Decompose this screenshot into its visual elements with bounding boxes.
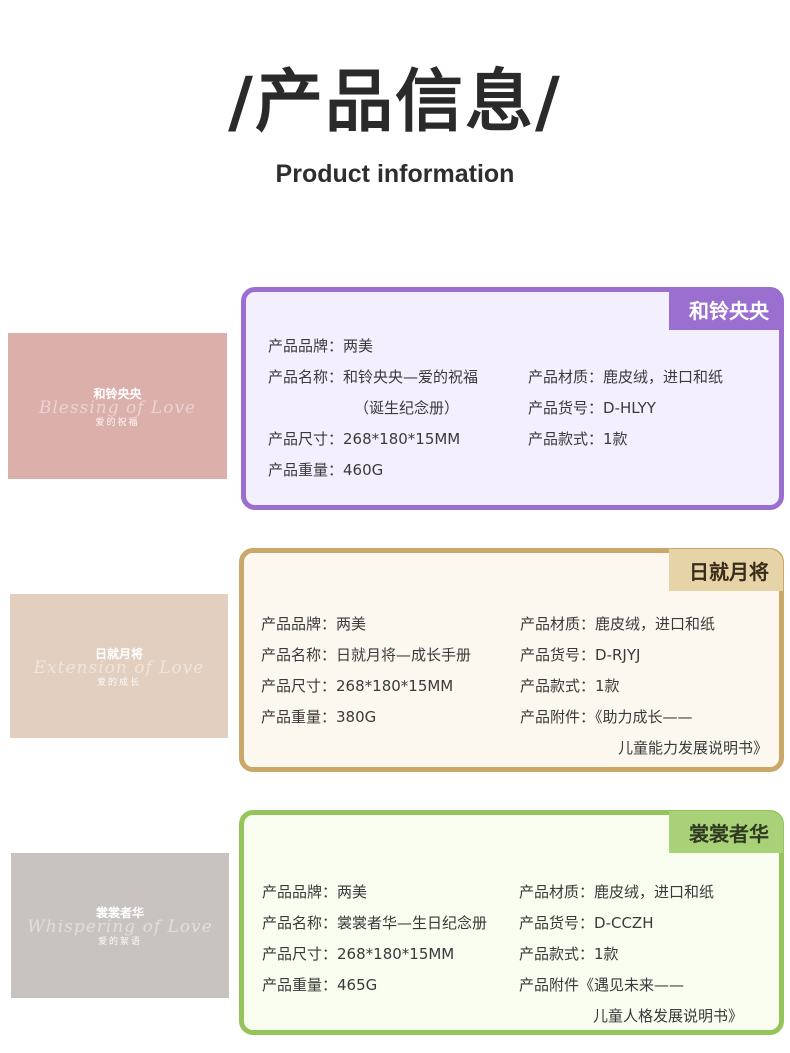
code-row: 产品货号：D-CCZH xyxy=(519,912,653,933)
code-row: 产品货号：D-HLYY xyxy=(528,397,656,418)
weight-label: 产品重量： xyxy=(261,708,337,726)
code-label: 产品货号： xyxy=(520,646,596,664)
name-row: 产品名称：和铃央央—爱的祝福 xyxy=(268,366,478,387)
material-value: 鹿皮绒，进口和纸 xyxy=(595,615,716,633)
page-subtitle: Product information xyxy=(275,160,515,188)
style-label: 产品款式： xyxy=(519,945,595,963)
size-label: 产品尺寸： xyxy=(262,945,338,963)
weight-value: 465G xyxy=(337,976,378,994)
style-value: 1款 xyxy=(595,677,620,695)
size-value: 268*180*15MM xyxy=(337,945,455,963)
name-value-extra: （诞生纪念册） xyxy=(354,399,460,417)
material-row: 产品材质：鹿皮绒，进口和纸 xyxy=(519,881,714,902)
style-value: 1款 xyxy=(603,430,628,448)
weight-row: 产品重量：380G xyxy=(261,706,376,727)
name-row: 产品名称：裳裳者华—生日纪念册 xyxy=(262,912,487,933)
size-row: 产品尺寸：268*180*15MM xyxy=(261,675,453,696)
code-value: D-CCZH xyxy=(594,914,654,932)
brand-label: 产品品牌： xyxy=(261,615,337,633)
name-row: 产品名称：日就月将—成长手册 xyxy=(261,644,471,665)
code-row: 产品货号：D-RJYJ xyxy=(520,644,640,665)
product-tab: 裳裳者华 xyxy=(669,811,783,853)
thumbnail-caption: 爱的絮语 xyxy=(97,937,142,947)
thumbnail-title: 和铃央央 xyxy=(93,386,142,401)
material-row: 产品材质：鹿皮绒，进口和纸 xyxy=(528,366,723,387)
product-tab: 日就月将 xyxy=(669,549,783,591)
code-label: 产品货号： xyxy=(528,399,604,417)
material-value: 鹿皮绒，进口和纸 xyxy=(594,883,715,901)
name-row-continued: （诞生纪念册） xyxy=(354,397,459,418)
product-tab-label: 裳裳者华 xyxy=(689,821,769,846)
size-value: 268*180*15MM xyxy=(343,430,461,448)
brand-value: 两美 xyxy=(337,883,368,901)
product-tab-label: 和铃央央 xyxy=(689,298,769,323)
thumbnail-caption: 爱的祝福 xyxy=(95,417,140,428)
attachment-value-extra: 儿童能力发展说明书》 xyxy=(618,739,769,757)
brand-value: 两美 xyxy=(343,337,374,355)
name-value: 裳裳者华—生日纪念册 xyxy=(337,914,488,932)
name-label: 产品名称： xyxy=(268,368,344,386)
style-label: 产品款式： xyxy=(520,677,596,695)
page-title: /产品信息/ xyxy=(228,63,562,142)
name-label: 产品名称： xyxy=(262,914,338,932)
size-label: 产品尺寸： xyxy=(268,430,344,448)
attachment-row-continued: 儿童人格发展说明书》 xyxy=(593,1005,743,1026)
material-label: 产品材质： xyxy=(528,368,604,386)
weight-label: 产品重量： xyxy=(268,461,344,479)
product-tab: 和铃央央 xyxy=(669,288,783,330)
attachment-row-continued: 儿童能力发展说明书》 xyxy=(618,737,768,758)
brand-row: 产品品牌：两美 xyxy=(262,881,367,902)
brand-value: 两美 xyxy=(336,615,367,633)
thumbnail-script: Extension of Love xyxy=(33,657,205,678)
attachment-row: 产品附件：《助力成长—— xyxy=(520,706,693,727)
weight-row: 产品重量：460G xyxy=(268,459,383,480)
thumbnail-script: Blessing of Love xyxy=(38,397,197,418)
code-label: 产品货号： xyxy=(519,914,595,932)
style-row: 产品款式：1款 xyxy=(520,675,620,696)
brand-label: 产品品牌： xyxy=(262,883,338,901)
size-value: 268*180*15MM xyxy=(336,677,454,695)
size-label: 产品尺寸： xyxy=(261,677,337,695)
material-value: 鹿皮绒，进口和纸 xyxy=(603,368,724,386)
attachment-value: 《遇见未来—— xyxy=(579,976,685,994)
brand-row: 产品品牌：两美 xyxy=(261,613,366,634)
thumbnail-caption: 爱的成长 xyxy=(96,677,141,688)
product-tab-label: 日就月将 xyxy=(689,559,769,584)
product-thumbnail: 日就月将 Extension of Love 爱的成长 xyxy=(10,594,228,738)
product-card: 裳裳者华 产品品牌：两美 产品名称：裳裳者华—生日纪念册 产品尺寸：268*18… xyxy=(239,810,784,1035)
material-label: 产品材质： xyxy=(519,883,595,901)
attachment-value-extra: 儿童人格发展说明书》 xyxy=(593,1007,744,1025)
size-row: 产品尺寸：268*180*15MM xyxy=(268,428,460,449)
weight-row: 产品重量：465G xyxy=(262,974,377,995)
style-row: 产品款式：1款 xyxy=(519,943,619,964)
attachment-label: 产品附件 xyxy=(519,976,580,994)
style-value: 1款 xyxy=(594,945,619,963)
thumbnail-title: 日就月将 xyxy=(94,646,143,661)
attachment-row: 产品附件《遇见未来—— xyxy=(519,974,684,995)
product-card: 和铃央央 产品品牌：两美 产品名称：和铃央央—爱的祝福 （诞生纪念册） 产品尺寸… xyxy=(241,287,784,510)
weight-label: 产品重量： xyxy=(262,976,338,994)
size-row: 产品尺寸：268*180*15MM xyxy=(262,943,454,964)
material-row: 产品材质：鹿皮绒，进口和纸 xyxy=(520,613,715,634)
material-label: 产品材质： xyxy=(520,615,596,633)
name-label: 产品名称： xyxy=(261,646,337,664)
code-value: D-HLYY xyxy=(603,399,656,417)
weight-value: 460G xyxy=(343,461,384,479)
code-value: D-RJYJ xyxy=(595,646,641,664)
thumbnail-script: Whispering of Love xyxy=(27,917,213,937)
name-value: 和铃央央—爱的祝福 xyxy=(343,368,479,386)
style-label: 产品款式： xyxy=(528,430,604,448)
thumbnail-title: 裳裳者华 xyxy=(95,906,144,920)
brand-row: 产品品牌：两美 xyxy=(268,335,373,356)
attachment-label: 产品附件： xyxy=(520,708,596,726)
product-thumbnail: 裳裳者华 Whispering of Love 爱的絮语 xyxy=(11,853,229,998)
product-thumbnail: 和铃央央 Blessing of Love 爱的祝福 xyxy=(8,333,227,479)
brand-label: 产品品牌： xyxy=(268,337,344,355)
weight-value: 380G xyxy=(336,708,377,726)
product-card: 日就月将 产品品牌：两美 产品名称：日就月将—成长手册 产品尺寸：268*180… xyxy=(239,548,784,772)
name-value: 日就月将—成长手册 xyxy=(336,646,472,664)
attachment-value: 《助力成长—— xyxy=(595,708,693,726)
style-row: 产品款式：1款 xyxy=(528,428,628,449)
